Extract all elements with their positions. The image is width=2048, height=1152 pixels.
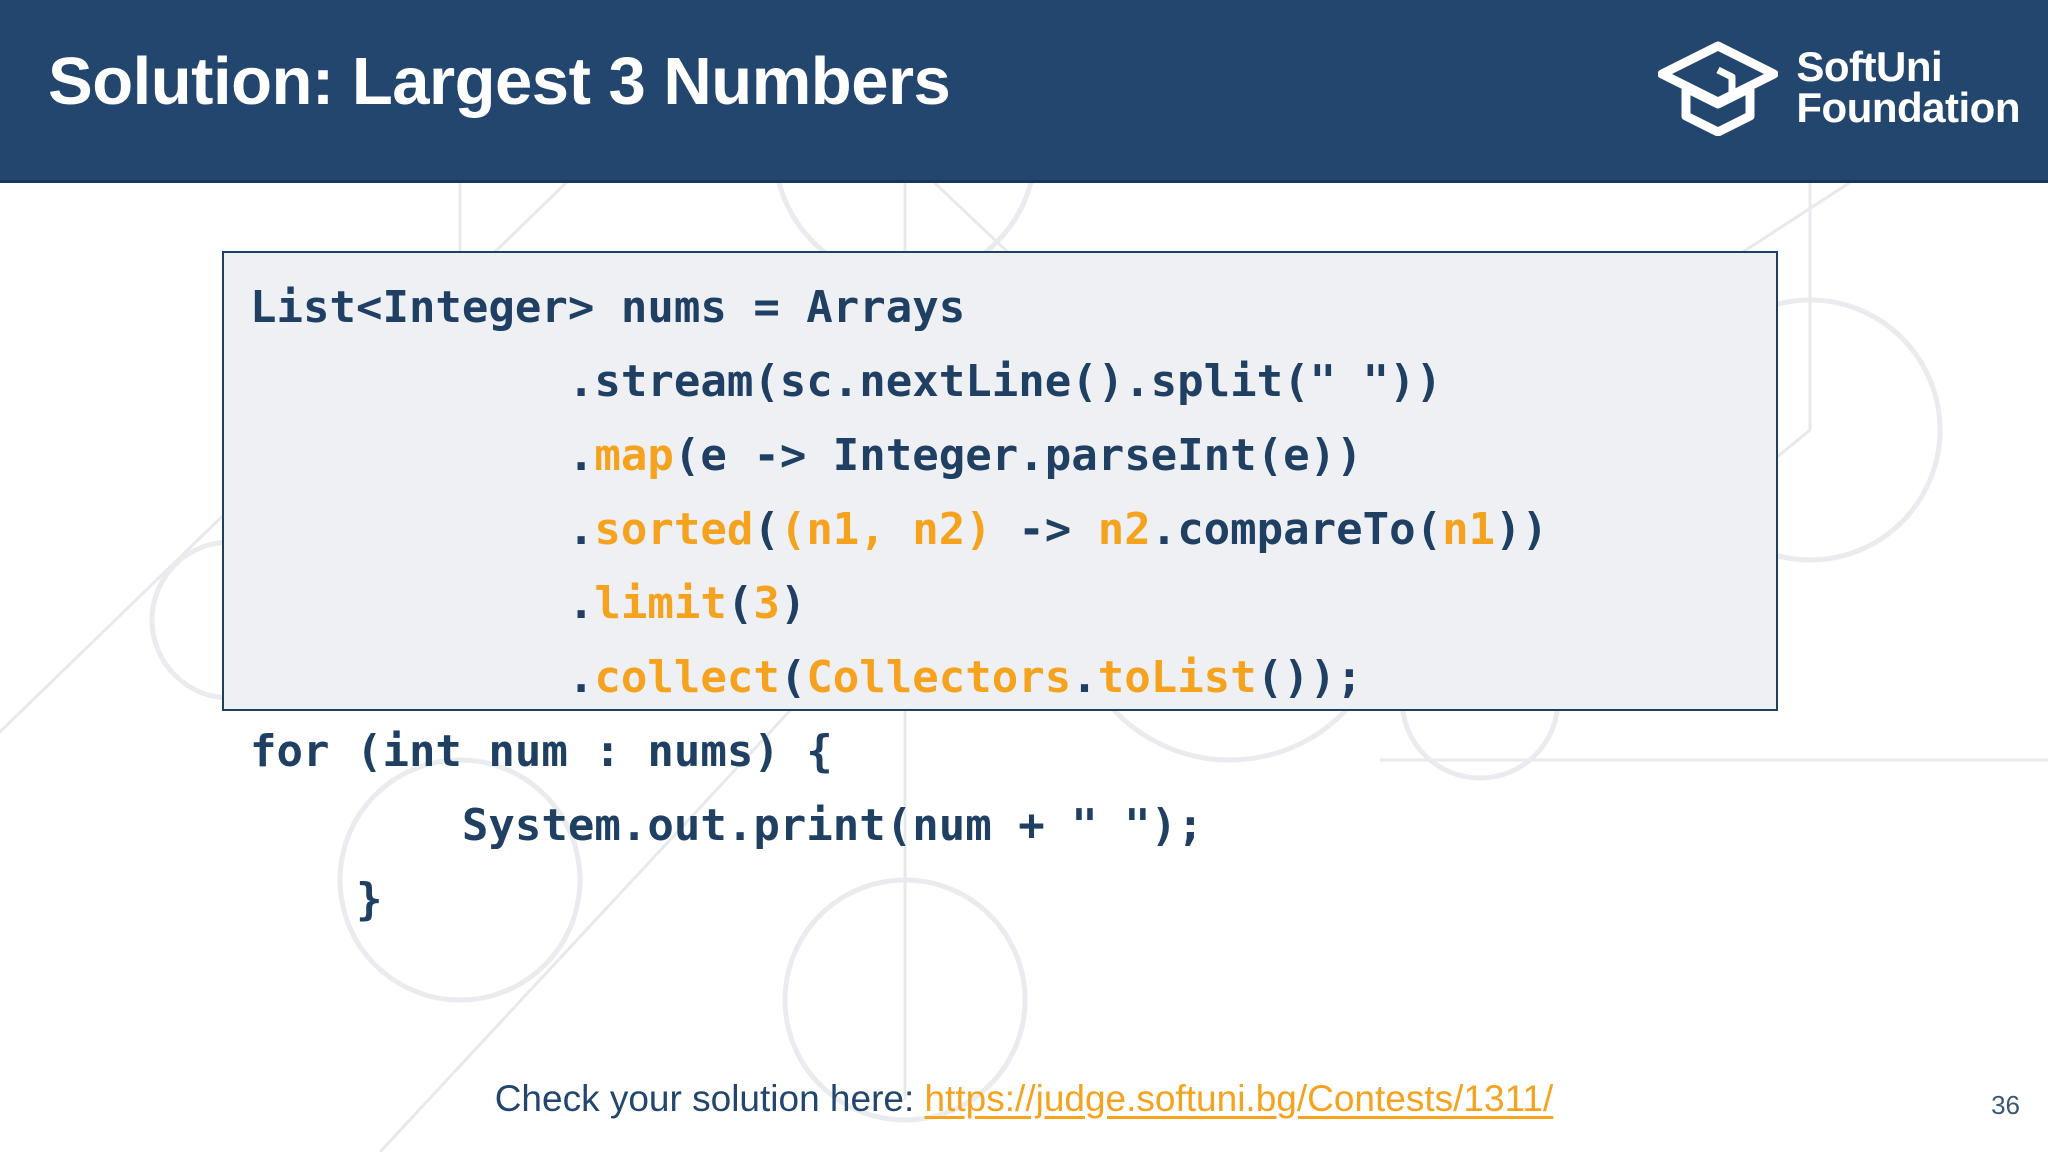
footer-prompt-label: Check your solution here:	[494, 1078, 925, 1119]
page-title: Solution: Largest 3 Numbers	[48, 44, 951, 119]
graduation-cap-icon	[1658, 41, 1779, 136]
code-token: toList	[1097, 652, 1257, 703]
code-token: .compareTo(	[1150, 504, 1443, 555]
code-line: .limit(3)	[250, 567, 1776, 641]
judge-contest-link[interactable]: https://judge.softuni.bg/Contests/1311/	[924, 1078, 1554, 1119]
code-token: .	[250, 578, 595, 629]
logo-line-2: Foundation	[1796, 84, 2020, 131]
softuni-foundation-logo: SoftUni Foundation	[1658, 28, 2020, 148]
code-token: 3	[753, 578, 780, 629]
slide-number: 36	[1991, 1090, 2020, 1120]
code-token: )	[779, 578, 807, 629]
code-line: List<Integer> nums = Arrays	[250, 271, 1776, 345]
code-line: System.out.print(num + " ");	[250, 789, 1776, 863]
code-token: limit	[594, 578, 727, 629]
code-token: List<Integer> nums = Arrays	[250, 282, 966, 333]
code-block-container: List<Integer> nums = Arrays .stream(sc.n…	[222, 251, 1778, 925]
code-token: System.out.print(num + " ");	[250, 800, 1204, 851]
code-token: (e -> Integer.parseInt(e))	[673, 430, 1363, 481]
code-token: ->	[991, 504, 1098, 555]
code-block: List<Integer> nums = Arrays .stream(sc.n…	[250, 271, 1776, 937]
code-token: ))	[1495, 504, 1549, 555]
code-line: }	[250, 863, 1776, 937]
code-token: sorted	[594, 504, 754, 555]
code-token: for (int num : nums) {	[250, 726, 833, 777]
logo-wordmark: SoftUni Foundation	[1796, 43, 2020, 131]
footer-note: Check your solution here: https://judge.…	[0, 1078, 2048, 1120]
code-line: .map(e -> Integer.parseInt(e))	[250, 419, 1776, 493]
header-bar: Solution: Largest 3 Numbers SoftUni Foun…	[0, 0, 2048, 183]
code-token: .	[250, 430, 595, 481]
code-line: .collect(Collectors.toList());	[250, 641, 1776, 715]
code-token: (n1, n2)	[779, 504, 992, 555]
code-line: .stream(sc.nextLine().split(" "))	[250, 345, 1776, 419]
code-token: Collectors	[806, 652, 1072, 703]
code-token: .	[1071, 652, 1098, 703]
code-token: collect	[594, 652, 780, 703]
code-token: n1	[1442, 504, 1496, 555]
code-token: (	[753, 504, 780, 555]
code-token: .	[250, 504, 595, 555]
code-token: ());	[1256, 652, 1363, 703]
code-line: for (int num : nums) {	[250, 715, 1776, 789]
code-token: .stream(sc.nextLine().split(" "))	[250, 356, 1443, 407]
code-token: (	[779, 652, 807, 703]
code-token: }	[250, 874, 383, 925]
code-token: n2	[1097, 504, 1151, 555]
logo-line-1: SoftUni	[1796, 43, 1943, 91]
code-line: .sorted((n1, n2) -> n2.compareTo(n1))	[250, 493, 1776, 567]
code-token: .	[250, 652, 595, 703]
code-token: (	[726, 578, 754, 629]
code-token: map	[594, 430, 674, 481]
